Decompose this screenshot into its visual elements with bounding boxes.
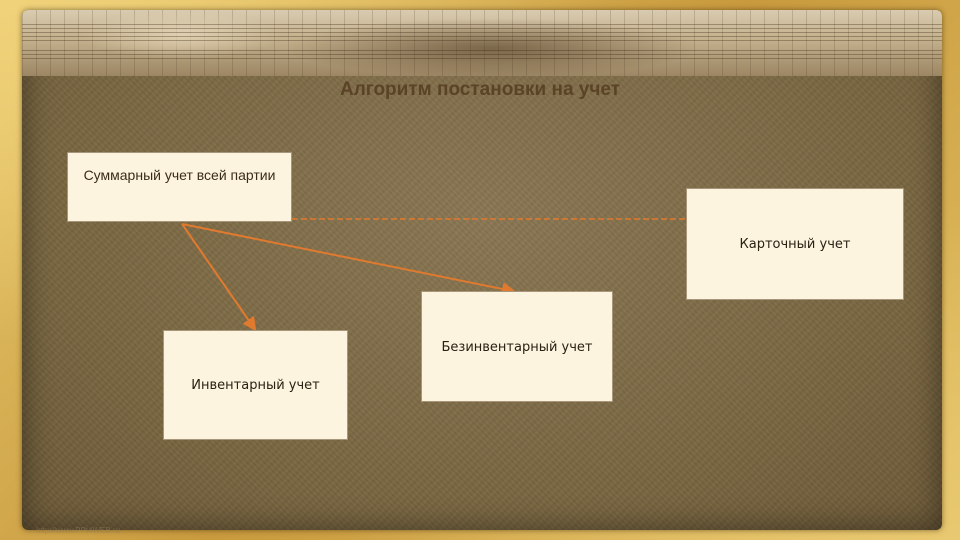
node-inventory: Инвентарный учет bbox=[163, 330, 348, 440]
header-banner-image bbox=[22, 10, 942, 76]
slide-title: Алгоритм постановки на учет bbox=[339, 79, 621, 100]
node-inventory-label: Инвентарный учет bbox=[191, 378, 320, 393]
footer-url: http://www.PPt4WEB.ru bbox=[36, 526, 121, 535]
node-no-inventory: Безинвентарный учет bbox=[421, 291, 613, 402]
node-card-label: Карточный учет bbox=[739, 237, 851, 252]
node-card: Карточный учет bbox=[686, 188, 904, 300]
node-summary-label: Суммарный учет всей партии bbox=[83, 167, 276, 183]
node-summary: Суммарный учет всей партии bbox=[67, 152, 292, 222]
node-no-inventory-label: Безинвентарный учет bbox=[441, 340, 593, 355]
